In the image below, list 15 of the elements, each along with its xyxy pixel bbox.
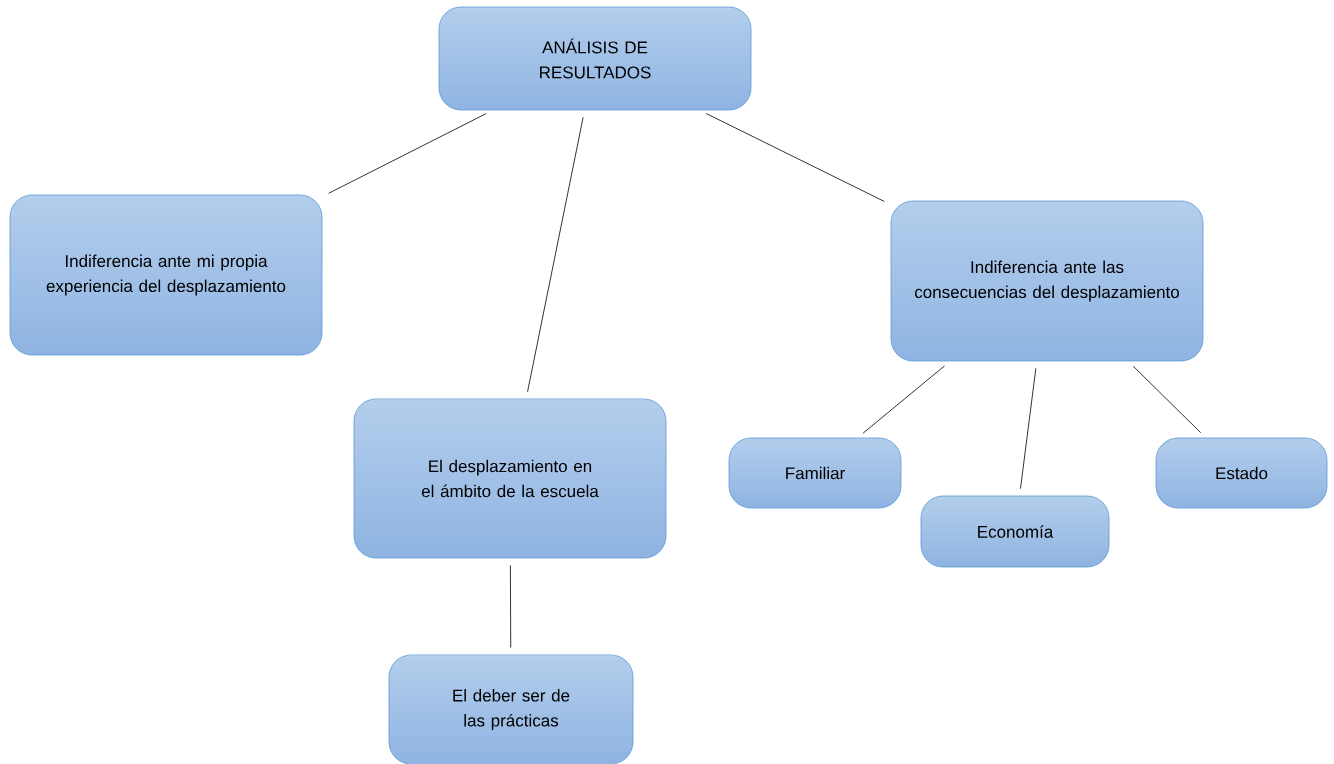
rounded-box: Indiferencia ante las consecuencias del desplazamiento: [890, 200, 1204, 362]
connector-line: [328, 113, 487, 194]
rounded-box: Familiar: [728, 437, 902, 509]
connector-line: [1132, 365, 1202, 434]
connector-line: [1020, 367, 1037, 490]
connector-line: [510, 565, 512, 648]
rounded-box: El deber ser de las prácticas: [388, 654, 634, 764]
connector-line: [705, 113, 885, 202]
rounded-box: ANÁLISIS DE RESULTADOS: [438, 6, 752, 111]
rounded-box: El desplazamiento en el ámbito de la escuela: [353, 398, 667, 559]
connector-line: [862, 365, 945, 434]
rounded-box: Economía: [920, 495, 1110, 568]
rounded-box: Indiferencia ante mi propia experiencia del desplazamiento: [9, 194, 323, 356]
connector-line: [527, 116, 584, 393]
rounded-box: Estado: [1155, 437, 1328, 509]
